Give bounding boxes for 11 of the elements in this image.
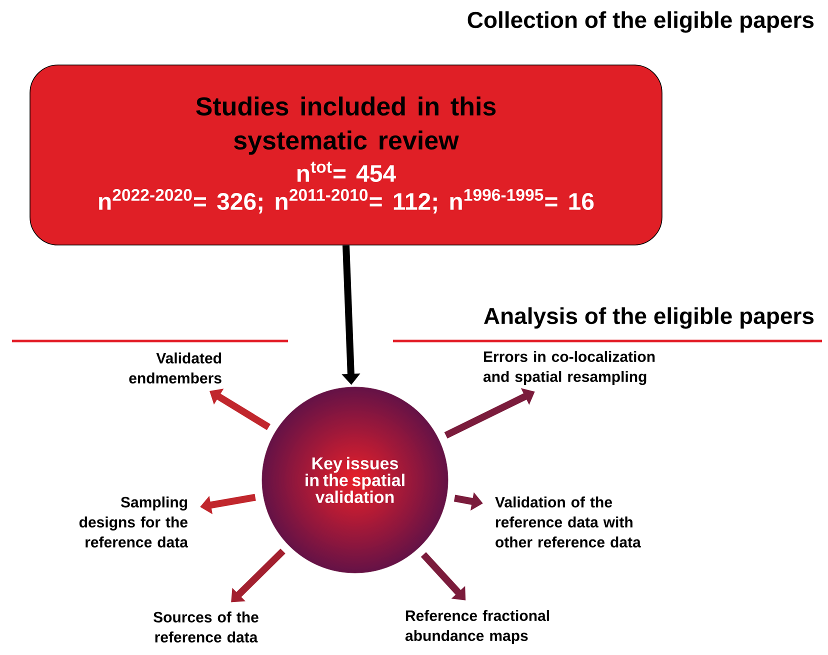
block-arrow [420, 552, 466, 600]
issue-label: Validated endmembers [129, 352, 222, 384]
issue-label: Sampling designs for the reference data [79, 496, 188, 548]
issue-label: Reference fractional abundance maps [405, 610, 549, 644]
issue-label: Sources of the reference data [154, 611, 258, 642]
summary-box: Studies included in this systematic review n$^{tot}$= 454 n$^{2022-2020}$= 326; n$^{2011-2010}$= 112; n$^{1996-1995}$= 16 [30, 64, 662, 246]
issue-label: Errors in co-localization and spatial resampling [483, 350, 655, 386]
issue-label: Validation of the reference data with other reference data [495, 496, 641, 548]
heading: Collection of the eligible papers [468, 11, 814, 33]
block-arrow [231, 548, 286, 602]
heading: Analysis of the eligible papers [484, 307, 814, 329]
